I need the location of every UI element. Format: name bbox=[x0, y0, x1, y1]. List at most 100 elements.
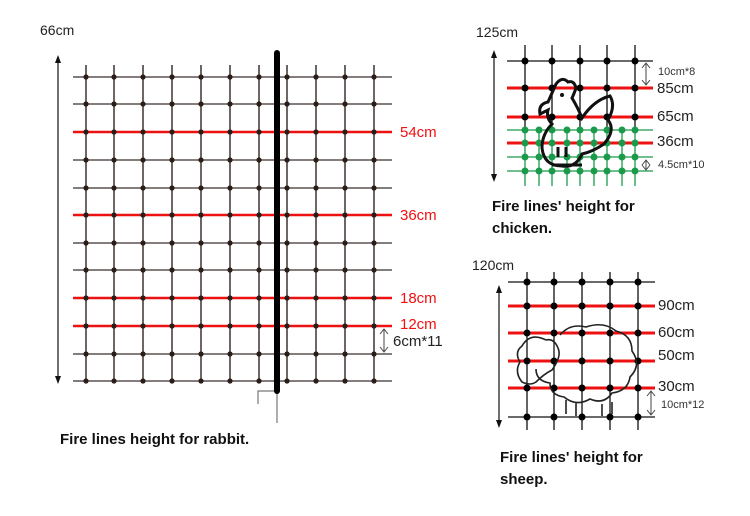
wire-knot bbox=[198, 351, 204, 357]
ground-stake bbox=[257, 390, 278, 423]
wire-knot bbox=[313, 323, 319, 329]
wire-knot bbox=[198, 295, 204, 301]
wire-knot bbox=[140, 101, 146, 107]
wire-knot bbox=[284, 212, 290, 218]
wire-knot bbox=[521, 153, 529, 161]
wire-knot bbox=[631, 126, 639, 134]
arrow-up-icon bbox=[55, 55, 61, 63]
wire-knot bbox=[198, 129, 204, 135]
wire-knot bbox=[371, 185, 377, 191]
double-arrow-icon bbox=[379, 328, 389, 353]
wire-knot bbox=[227, 185, 233, 191]
rabbit-fire-line-label: 36cm bbox=[400, 207, 437, 224]
wire-knot bbox=[631, 84, 639, 92]
wire-knot bbox=[548, 167, 556, 175]
wire-knot bbox=[227, 295, 233, 301]
wire-knot bbox=[631, 139, 639, 147]
wire-knot bbox=[576, 139, 584, 147]
wire-knot bbox=[371, 323, 377, 329]
chicken-bottom-spacing-label: 4.5cm*10 bbox=[658, 159, 705, 171]
wire-knot bbox=[169, 295, 175, 301]
wire-knot bbox=[111, 129, 117, 135]
wire-knot bbox=[563, 167, 571, 175]
wire-knot bbox=[523, 357, 531, 365]
wire-knot bbox=[83, 157, 89, 163]
wire-knot bbox=[631, 167, 639, 175]
rabbit-height-label: 66cm bbox=[40, 22, 75, 38]
wire-knot bbox=[198, 185, 204, 191]
chicken-top-spacing-label: 10cm*8 bbox=[658, 66, 696, 78]
wire-knot bbox=[342, 267, 348, 273]
chicken-fire-line-label: 36cm bbox=[657, 133, 694, 150]
wire-knot bbox=[576, 126, 584, 134]
wire-knot bbox=[371, 378, 377, 384]
wire-knot bbox=[169, 185, 175, 191]
wire-knot bbox=[169, 378, 175, 384]
wire-knot bbox=[313, 101, 319, 107]
wire-knot bbox=[284, 323, 290, 329]
wire-knot bbox=[227, 74, 233, 80]
wire-knot bbox=[634, 278, 642, 286]
wire-knot bbox=[227, 212, 233, 218]
wire-knot bbox=[578, 302, 586, 310]
wire-knot bbox=[313, 129, 319, 135]
wire-knot bbox=[631, 57, 639, 65]
chicken-illustration bbox=[538, 77, 615, 168]
arrow-down-icon bbox=[491, 174, 497, 182]
wire-knot bbox=[342, 212, 348, 218]
wire-knot bbox=[198, 323, 204, 329]
wire-knot bbox=[227, 101, 233, 107]
wire-knot bbox=[634, 413, 642, 421]
chicken-fire-line-label: 65cm bbox=[657, 108, 694, 125]
wire-knot bbox=[227, 378, 233, 384]
wire-knot bbox=[563, 126, 571, 134]
wire-knot bbox=[631, 153, 639, 161]
wire-knot bbox=[140, 240, 146, 246]
wire-knot bbox=[578, 329, 586, 337]
wire-knot bbox=[111, 378, 117, 384]
wire-knot bbox=[111, 185, 117, 191]
double-arrow-icon bbox=[646, 390, 656, 416]
wire-knot bbox=[140, 351, 146, 357]
wire-knot bbox=[227, 323, 233, 329]
wire-knot bbox=[521, 113, 529, 121]
wire-knot bbox=[523, 384, 531, 392]
wire-knot bbox=[342, 323, 348, 329]
wire-knot bbox=[111, 267, 117, 273]
wire-knot bbox=[227, 267, 233, 273]
wire-knot bbox=[342, 240, 348, 246]
wire-knot bbox=[198, 212, 204, 218]
wire-knot bbox=[578, 278, 586, 286]
wire-knot bbox=[227, 157, 233, 163]
rabbit-fire-line-label: 18cm bbox=[400, 290, 437, 307]
wire-knot bbox=[140, 129, 146, 135]
arrow-down-icon bbox=[496, 420, 502, 428]
wire-knot bbox=[313, 267, 319, 273]
wire-knot bbox=[313, 295, 319, 301]
wire-knot bbox=[169, 240, 175, 246]
wire-knot bbox=[618, 126, 626, 134]
wire-knot bbox=[548, 113, 556, 121]
wire-knot bbox=[576, 167, 584, 175]
wire-knot bbox=[284, 378, 290, 384]
wire-knot bbox=[550, 278, 558, 286]
wire-knot bbox=[590, 139, 598, 147]
wire-knot bbox=[256, 267, 262, 273]
sheep-caption-line1: Fire lines' height for bbox=[500, 449, 643, 466]
wire-knot bbox=[140, 185, 146, 191]
wire-knot bbox=[313, 157, 319, 163]
wire-knot bbox=[111, 212, 117, 218]
wire-knot bbox=[83, 74, 89, 80]
wire-knot bbox=[169, 212, 175, 218]
chicken-caption-line2: chicken. bbox=[492, 220, 553, 237]
wire-knot bbox=[521, 84, 529, 92]
wire-knot bbox=[83, 129, 89, 135]
wire-knot bbox=[284, 295, 290, 301]
wire-knot bbox=[198, 267, 204, 273]
rabbit-caption: Fire lines height for rabbit. bbox=[60, 431, 250, 448]
wire-knot bbox=[342, 185, 348, 191]
sheep-spacing-label: 10cm*12 bbox=[661, 399, 705, 411]
wire-knot bbox=[634, 329, 642, 337]
wire-knot bbox=[563, 139, 571, 147]
